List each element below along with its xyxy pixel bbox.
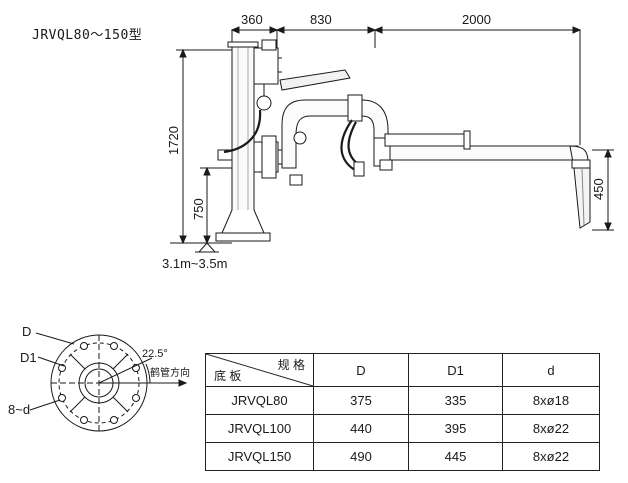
row-model: JRVQL80 — [205, 386, 314, 415]
row-d: 490 — [313, 442, 409, 471]
dim-2000: 2000 — [462, 12, 491, 27]
right-dimension-line — [592, 148, 614, 232]
top-dimension-lines — [230, 26, 582, 145]
drawing-title: JRVQL80～150型 — [32, 28, 143, 43]
row-hole: 8xø18 — [502, 386, 600, 415]
flange-label-d: D — [22, 324, 31, 339]
base-range-label: 3.1m~3.5m — [162, 256, 227, 271]
row-hole: 8xø22 — [502, 442, 600, 471]
upper-swivel-assembly — [253, 39, 351, 111]
table-row: JRVQL80 375 335 8xø18 — [205, 386, 600, 415]
outer-arm — [353, 130, 579, 177]
base-flange-plan — [29, 332, 188, 432]
drop-pipe — [569, 145, 591, 229]
table-row: JRVQL100 440 395 8xø22 — [205, 414, 600, 443]
flange-label-holes: 8~d — [8, 402, 30, 417]
spec-table: 规 格 底 板 D D1 d JRVQL80 375 335 8xø18 JRV… — [205, 353, 600, 471]
row-model: JRVQL100 — [205, 414, 314, 443]
bolt-holes — [58, 342, 140, 424]
flange-label-d1: D1 — [20, 350, 37, 365]
header-d: D — [313, 353, 409, 387]
row-hole: 8xø22 — [502, 414, 600, 443]
dim-360: 360 — [241, 12, 263, 27]
inner-arm — [281, 94, 389, 186]
corner-bottom-label: 底 板 — [214, 369, 242, 383]
row-d: 375 — [313, 386, 409, 415]
vertical-post — [215, 41, 271, 242]
row-d1: 335 — [408, 386, 503, 415]
table-corner-cell: 规 格 底 板 — [205, 353, 314, 387]
header-hole: d — [502, 353, 600, 387]
header-d1: D1 — [408, 353, 503, 387]
corner-diagonal — [206, 354, 313, 386]
dim-830: 830 — [310, 12, 332, 27]
row-d1: 445 — [408, 442, 503, 471]
dim-750: 750 — [191, 198, 206, 220]
flange-angle-label: 22.5° — [142, 348, 168, 360]
table-row: JRVQL150 490 445 8xø22 — [205, 442, 600, 471]
arm-direction-label: 鹤管方向 — [150, 366, 190, 379]
row-model: JRVQL150 — [205, 442, 314, 471]
dim-450: 450 — [591, 178, 606, 200]
lower-mount-flange — [217, 135, 286, 179]
left-dimension-lines — [170, 48, 232, 245]
dim-1720: 1720 — [166, 126, 181, 155]
corner-top-label: 规 格 — [277, 358, 305, 372]
row-d1: 395 — [408, 414, 503, 443]
ground-symbol — [195, 242, 219, 253]
row-d: 440 — [313, 414, 409, 443]
